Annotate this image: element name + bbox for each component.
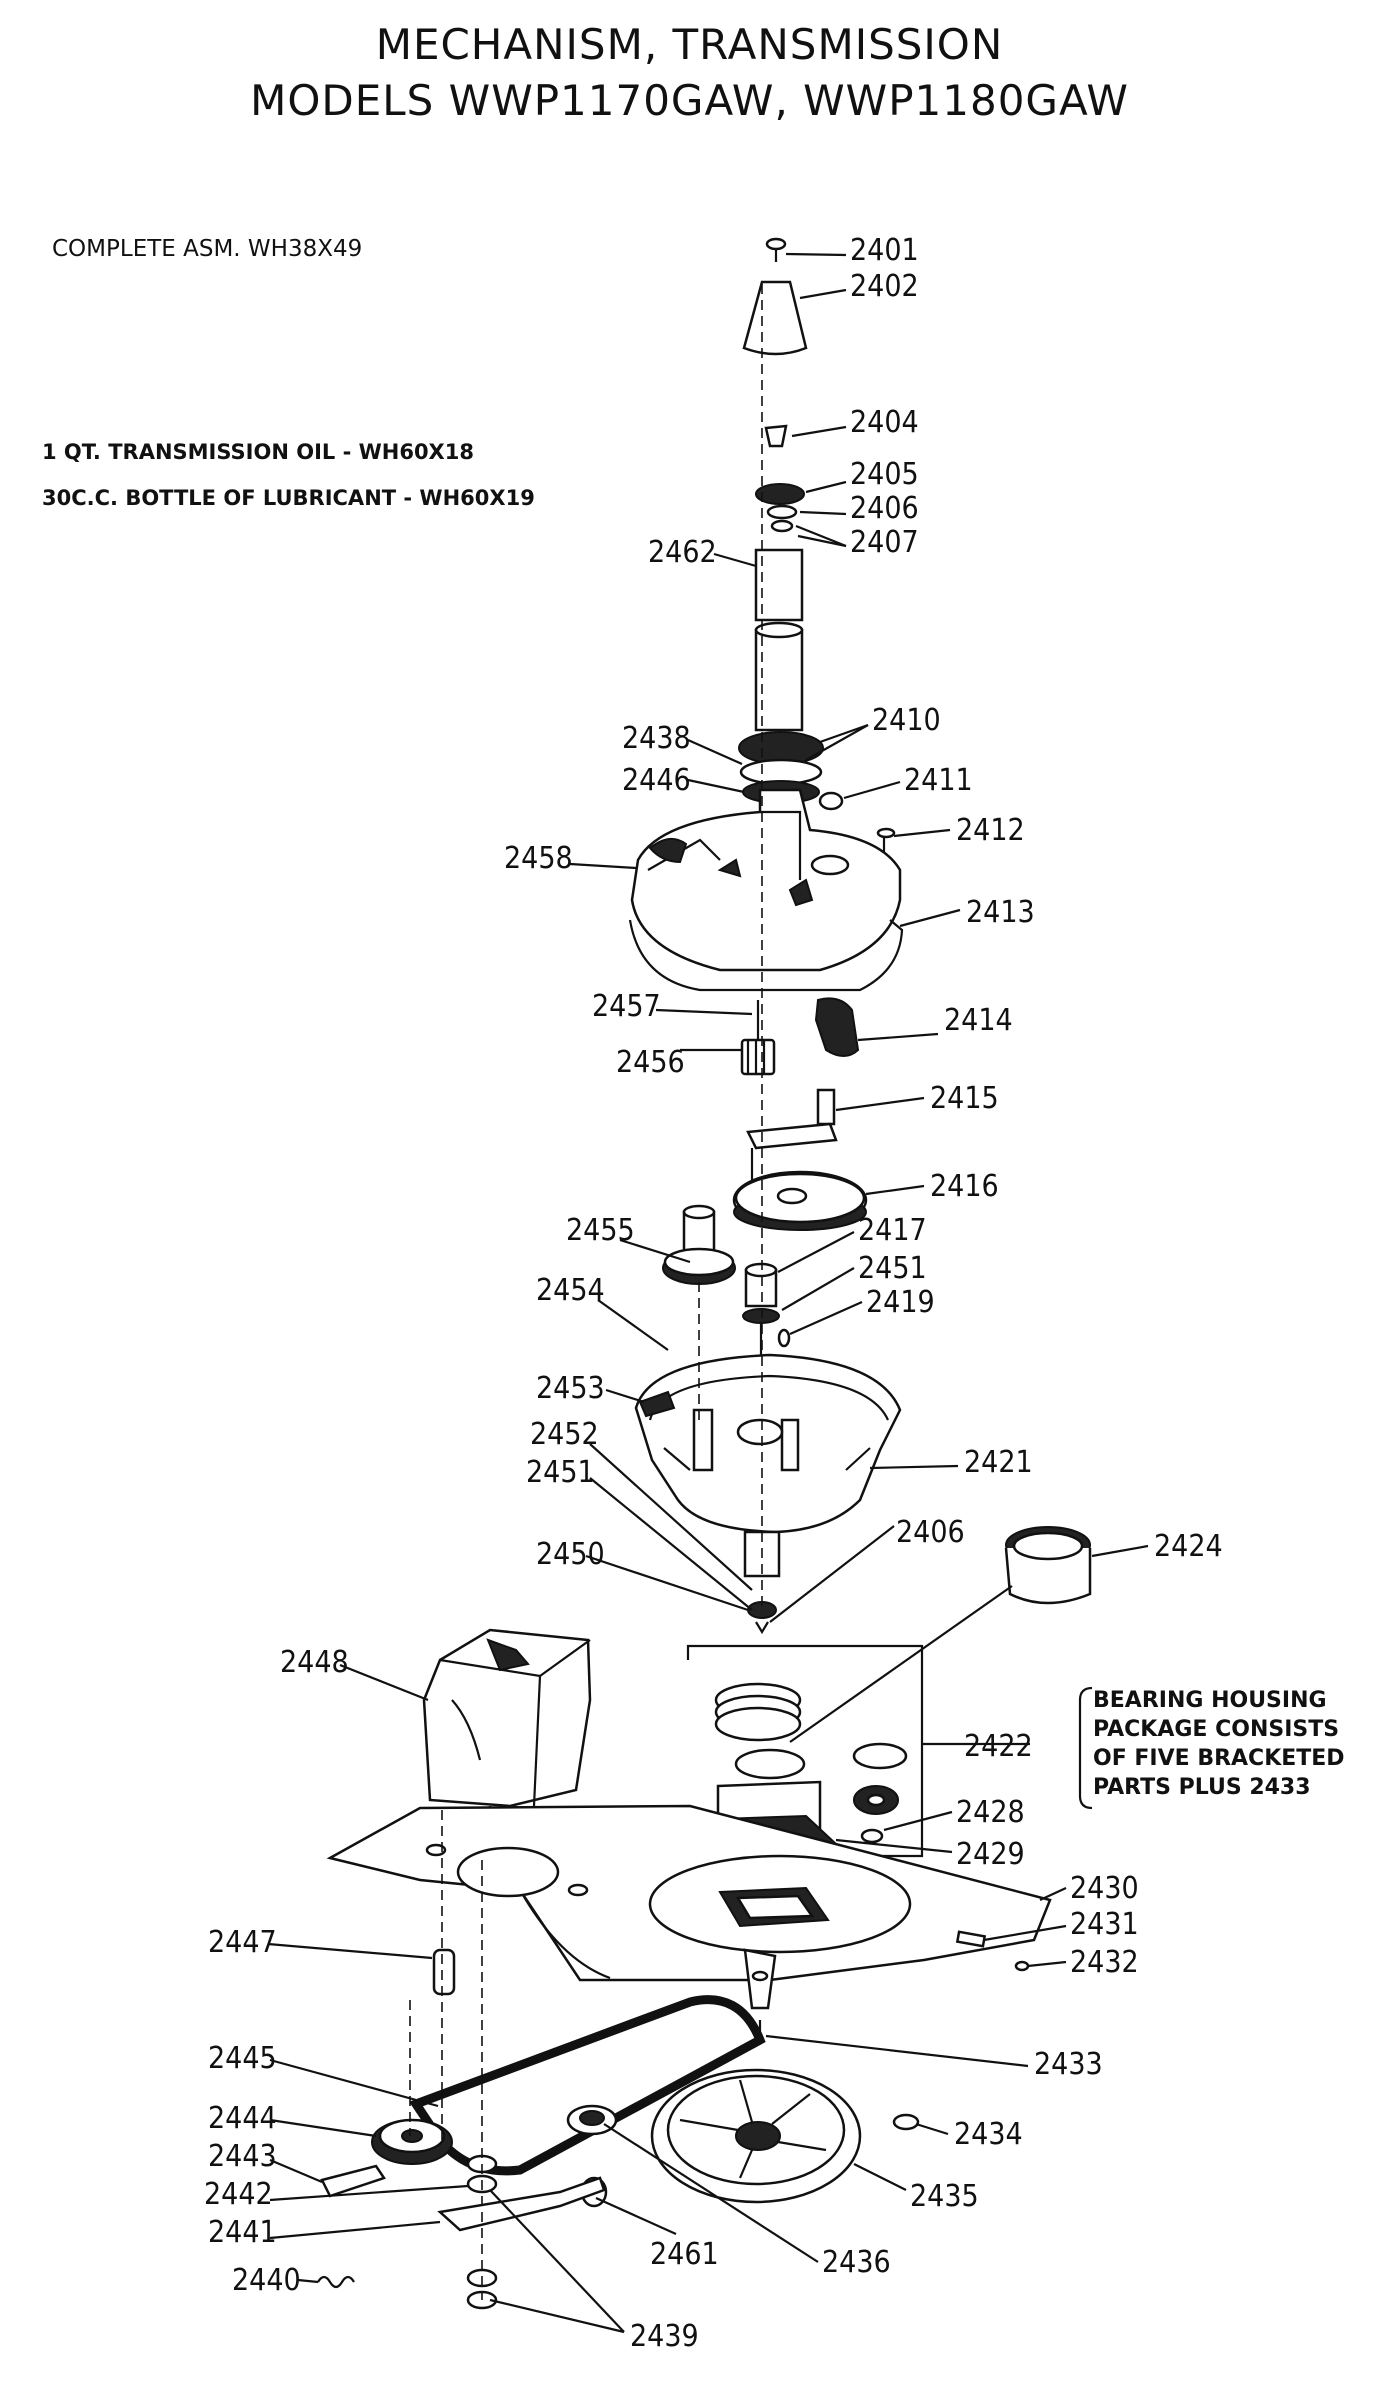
bearing-note-line: PARTS PLUS 2433	[1093, 1775, 1311, 1800]
diagram-title-line1: MECHANISM, TRANSMISSION	[375, 20, 1004, 69]
callout-2455: 2455	[566, 1213, 635, 1248]
screw-2401	[765, 237, 787, 262]
callout-2429: 2429	[956, 1837, 1025, 1872]
callout-2454: 2454	[536, 1273, 605, 1308]
callout-2433: 2433	[1034, 2047, 1103, 2082]
bracket-2441	[437, 2176, 606, 2232]
callout-2402: 2402	[850, 269, 919, 304]
callout-2434: 2434	[954, 2117, 1023, 2152]
collar-2405	[755, 483, 805, 505]
leader-lines	[267, 252, 1149, 2334]
callout-2444: 2444	[208, 2101, 277, 2136]
callout-2417: 2417	[858, 1213, 927, 1248]
callout-2416: 2416	[930, 1169, 999, 1204]
cam-2414	[814, 997, 860, 1057]
callout-2406-lower: 2406	[896, 1515, 965, 1550]
callout-2438: 2438	[622, 721, 691, 756]
lubricant-note: 30C.C. BOTTLE OF LUBRICANT - WH60X19	[42, 486, 535, 510]
callout-2424: 2424	[1154, 1529, 1223, 1564]
callout-2456: 2456	[616, 1045, 685, 1080]
callout-2401: 2401	[850, 233, 919, 268]
callout-2407: 2407	[850, 525, 919, 560]
part-drawings	[317, 237, 1092, 2310]
callout-2428: 2428	[956, 1795, 1025, 1830]
callout-labels: 2401 2402 2404 2405 2406 2407 2462 2410 …	[204, 233, 1223, 2354]
callout-2461: 2461	[650, 2237, 719, 2272]
bearing-note-line: OF FIVE BRACKETED	[1093, 1746, 1345, 1771]
callout-2414: 2414	[944, 1003, 1013, 1038]
motor-pulley-2444	[371, 2118, 453, 2165]
transmission-cover-2458	[630, 788, 902, 972]
callout-2405: 2405	[850, 457, 919, 492]
callout-2452: 2452	[530, 1417, 599, 1452]
callout-2453: 2453	[536, 1371, 605, 1406]
callout-2422: 2422	[964, 1729, 1033, 1764]
agitator-shaft-2462	[754, 548, 804, 732]
callout-2404: 2404	[850, 405, 919, 440]
callout-2443: 2443	[208, 2139, 277, 2174]
callout-2457: 2457	[592, 989, 661, 1024]
callout-2436: 2436	[822, 2245, 891, 2280]
callout-2435: 2435	[910, 2179, 979, 2214]
clip-2404	[764, 424, 788, 448]
complete-assembly-note: COMPLETE ASM. WH38X49	[52, 236, 363, 262]
callout-2442: 2442	[204, 2177, 273, 2212]
callout-2419: 2419	[866, 1285, 935, 1320]
callout-2446: 2446	[622, 763, 691, 798]
transmission-case-2421	[634, 1353, 902, 1578]
drive-belt-2445	[409, 1995, 766, 2176]
callout-2412: 2412	[956, 813, 1025, 848]
callout-2432: 2432	[1070, 1945, 1139, 1980]
link-2443	[320, 2164, 386, 2198]
agitator-cap-2402	[742, 280, 808, 356]
bearing-housing-note: BEARING HOUSING PACKAGE CONSISTS OF FIVE…	[1093, 1686, 1345, 1802]
callout-2462: 2462	[648, 535, 717, 570]
diagram-title-line2: MODELS WWP1170GAW, WWP1180GAW	[250, 76, 1129, 125]
gasket-2413	[628, 919, 904, 992]
callout-2450: 2450	[536, 1537, 605, 1572]
callout-2406-upper: 2406	[850, 491, 919, 526]
bearing-note-line: BEARING HOUSING	[1093, 1688, 1327, 1713]
callout-2439: 2439	[630, 2319, 699, 2354]
callout-2447: 2447	[208, 1925, 277, 1960]
transmission-pulley-2435	[650, 2068, 920, 2204]
callout-2431: 2431	[1070, 1907, 1139, 1942]
callout-2451-lower: 2451	[526, 1455, 595, 1490]
callout-2458: 2458	[504, 841, 573, 876]
callout-2441: 2441	[208, 2215, 277, 2250]
transmission-oil-note: 1 QT. TRANSMISSION OIL - WH60X18	[42, 440, 474, 464]
sleeve-2447	[432, 1948, 456, 1996]
callout-2411: 2411	[904, 763, 973, 798]
callout-2410: 2410	[872, 703, 941, 738]
callout-2448: 2448	[280, 1645, 349, 1680]
callout-2430: 2430	[1070, 1871, 1139, 1906]
callout-2413: 2413	[966, 895, 1035, 930]
crank-2415	[746, 1088, 838, 1180]
callout-2415: 2415	[930, 1081, 999, 1116]
callout-2445: 2445	[208, 2041, 277, 2076]
callout-2440: 2440	[232, 2263, 301, 2298]
bearing-note-line: PACKAGE CONSISTS	[1093, 1717, 1340, 1742]
callout-2421: 2421	[964, 1445, 1033, 1480]
spring-2440	[317, 2275, 355, 2289]
callout-2451-upper: 2451	[858, 1251, 927, 1286]
base-plate	[326, 1804, 1052, 2010]
main-gear-2416	[732, 1170, 868, 1231]
bearing-cup-2424	[1004, 1526, 1092, 1605]
pinion-gear-2456	[740, 1038, 776, 1076]
gear-2454-2455	[662, 1204, 736, 1285]
